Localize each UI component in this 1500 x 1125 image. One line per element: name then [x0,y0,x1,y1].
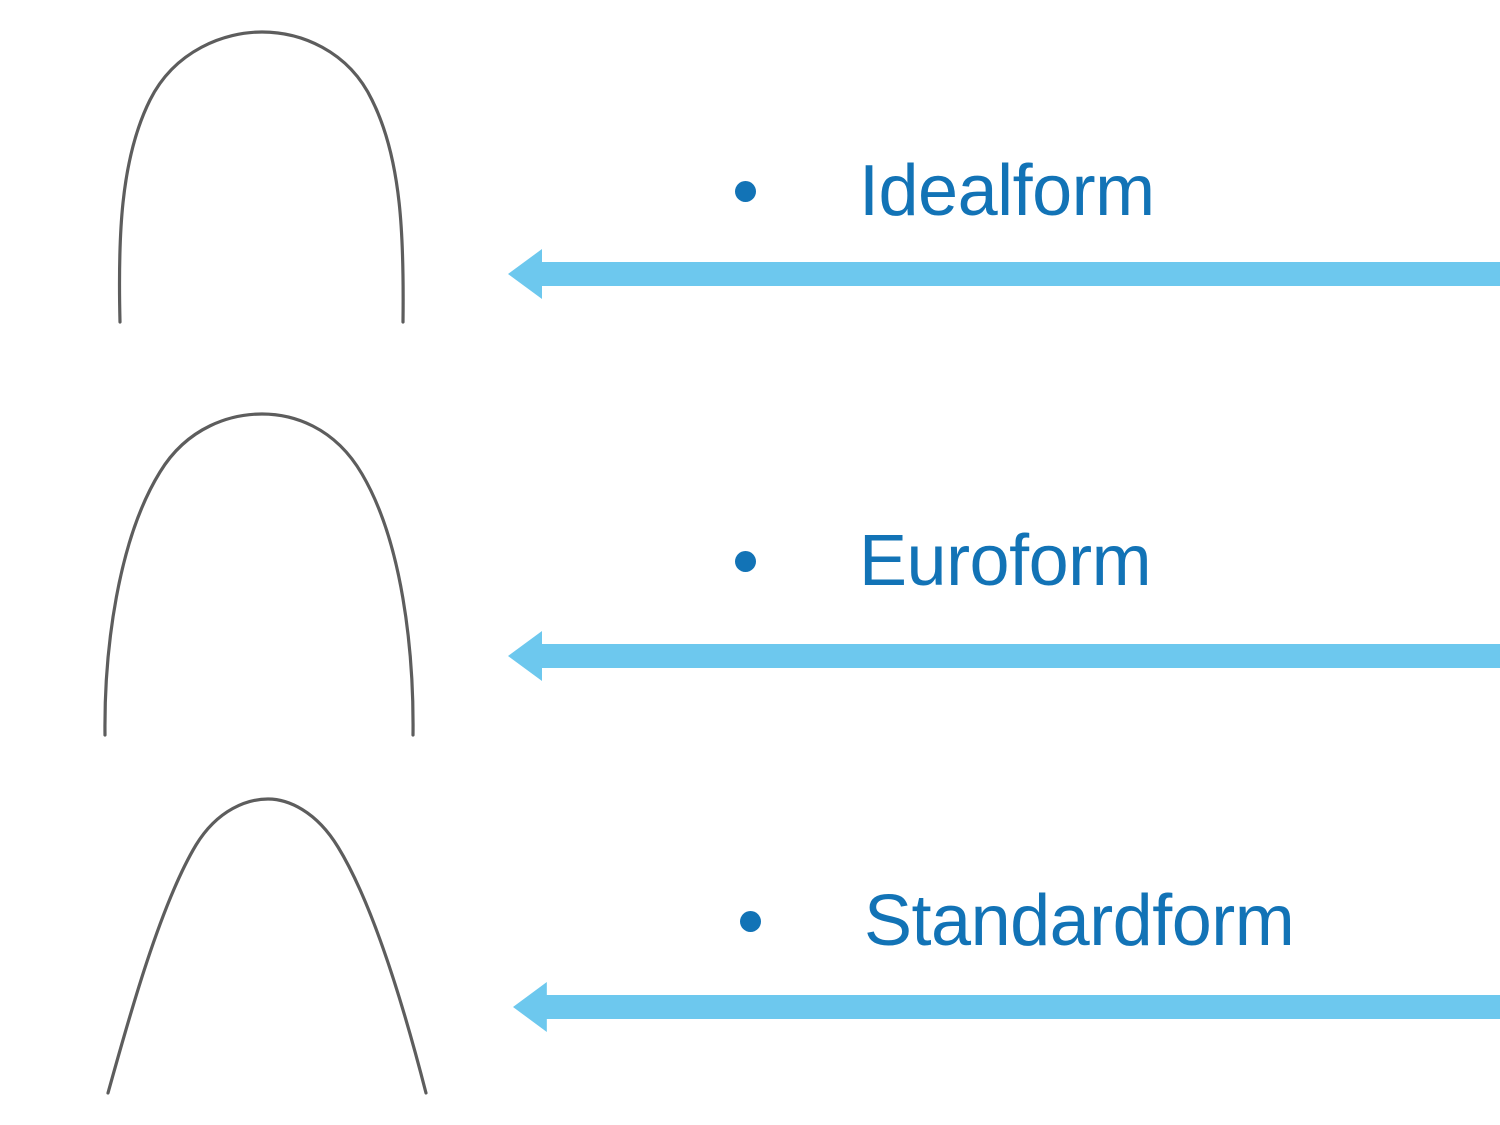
arrow-left-standardform [513,978,1500,1036]
archwire-euroform-figure [0,400,500,750]
archwire-euroform [103,412,415,737]
label-standardform: Standardform [864,881,1295,961]
arrow-left-icon [508,631,1500,681]
archwire-standardform [106,797,428,1095]
bullet-point-icon [740,910,761,932]
list-item-standardform: Standardform [740,881,1295,961]
arrow-left-icon [513,982,1500,1032]
arrow-left-euroform [508,627,1500,685]
bullet-point-icon [735,550,756,572]
arrow-left-icon [508,249,1500,299]
bullet-point-icon [735,180,756,202]
arrow-left-idealform [508,245,1500,303]
archwire-idealform-figure [0,10,500,340]
archwire-standardform-figure [0,785,500,1115]
label-euroform: Euroform [859,521,1152,601]
archwire-idealform [117,30,405,324]
label-idealform: Idealform [859,151,1155,231]
list-item-idealform: Idealform [735,155,1155,227]
list-item-euroform: Euroform [735,521,1152,601]
